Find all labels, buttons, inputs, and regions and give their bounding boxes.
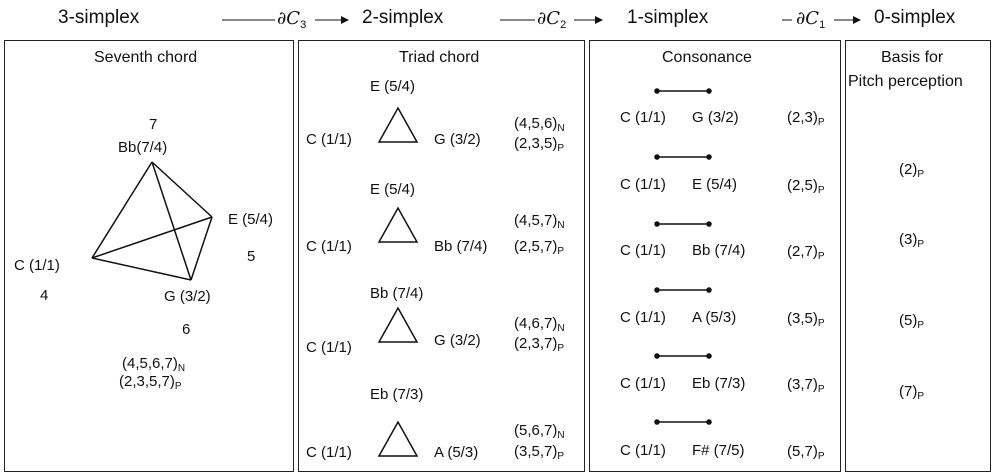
tetrahedron-diagram [91, 161, 213, 281]
edge-top-right [151, 161, 213, 218]
vertex-label-bb: Bb(7/4) [118, 139, 168, 156]
triad-top-label: Bb (7/4) [370, 285, 424, 302]
vertex-number-6: 6 [182, 321, 191, 338]
vertex-number-5: 5 [247, 248, 256, 265]
triad-code-n: (4,6,7)N [514, 315, 565, 334]
header-0-simplex: 0-simplex [874, 7, 956, 28]
consonance-left-label: C (1/1) [620, 309, 666, 326]
consonance-right-label: Eb (7/3) [692, 375, 746, 392]
consonance-code: (5,7)P [787, 443, 825, 462]
panel-title-triad-chord: Triad chord [399, 49, 480, 66]
boundary-arrows [222, 16, 861, 24]
consonance-code: (3,5)P [787, 310, 825, 329]
triad-code-p: (2,3,7)P [514, 335, 565, 354]
consonance-left-label: C (1/1) [620, 242, 666, 259]
boundary-operator-3: ∂C3 [277, 8, 307, 31]
triad-top-label: E (5/4) [370, 78, 416, 95]
triangle-icon [377, 206, 419, 243]
panel-title-basis-line1: Basis for [881, 49, 944, 66]
triad-top-label: Eb (7/3) [370, 386, 424, 403]
triad-code-p: (2,3,5)P [514, 135, 565, 154]
triad-top-label: E (5/4) [370, 181, 416, 198]
triad-code-p: (3,5,7)P [514, 443, 565, 462]
triad-right-label: Bb (7/4) [434, 238, 488, 255]
vertex-label-g: G (3/2) [164, 288, 211, 305]
triangle-icon [377, 106, 419, 143]
vertex-number-4: 4 [40, 287, 49, 304]
consonance-right-label: G (3/2) [692, 109, 739, 126]
triad-code-p: (2,5,7)P [514, 238, 565, 257]
consonance-left-label: C (1/1) [620, 375, 666, 392]
vertex-number-7: 7 [149, 116, 158, 133]
panel-basis [845, 40, 991, 472]
basis-item: (3)P [899, 231, 925, 250]
triad-left-label: C (1/1) [306, 444, 352, 461]
vertex-label-c: C (1/1) [14, 257, 60, 274]
consonance-left-label: C (1/1) [620, 442, 666, 459]
triangle-icon [377, 306, 419, 343]
boundary-operator-2: ∂C2 [537, 8, 567, 31]
triad-code-n: (4,5,6)N [514, 115, 565, 134]
panel-consonance [589, 40, 841, 472]
seventh-code-p: (2,3,5,7)P [119, 373, 182, 392]
panel-title-seventh-chord: Seventh chord [94, 49, 198, 66]
triad-right-label: G (3/2) [434, 332, 481, 349]
triad-left-label: C (1/1) [306, 238, 352, 255]
triad-right-label: G (3/2) [434, 131, 481, 148]
consonance-right-label: E (5/4) [692, 176, 738, 193]
triad-code-n: (4,5,7)N [514, 212, 565, 231]
consonance-left-label: C (1/1) [620, 109, 666, 126]
edge-top-left [91, 161, 153, 259]
consonance-code: (3,7)P [787, 376, 825, 395]
consonance-right-label: A (5/3) [692, 309, 737, 326]
basis-item: (5)P [899, 312, 925, 331]
boundary-operator-1: ∂C1 [796, 8, 826, 31]
panel-title-basis-line2: Pitch perception [848, 73, 963, 90]
basis-item: (2)P [899, 161, 925, 180]
consonance-left-label: C (1/1) [620, 176, 666, 193]
vertex-label-e: E (5/4) [228, 211, 274, 228]
triad-left-label: C (1/1) [306, 131, 352, 148]
edge-right-bottom [190, 216, 213, 281]
edge-top-bottom [151, 161, 192, 281]
consonance-code: (2,7)P [787, 243, 825, 262]
panel-seventh-chord [4, 40, 294, 472]
triad-code-n: (5,6,7)N [514, 422, 565, 441]
triad-left-label: C (1/1) [306, 339, 352, 356]
triad-right-label: A (5/3) [434, 444, 479, 461]
panel-triad-chord [298, 40, 585, 472]
header-1-simplex: 1-simplex [627, 7, 709, 28]
edge-left-bottom [91, 257, 192, 281]
consonance-right-label: Bb (7/4) [692, 242, 746, 259]
consonance-right-label: F# (7/5) [692, 442, 745, 459]
triangle-icon [377, 420, 419, 457]
header-2-simplex: 2-simplex [362, 7, 444, 28]
consonance-code: (2,5)P [787, 177, 825, 196]
panel-title-consonance: Consonance [662, 49, 752, 66]
edge-left-right [91, 216, 213, 259]
consonance-code: (2,3)P [787, 109, 825, 128]
basis-item: (7)P [899, 383, 925, 402]
seventh-code-n: (4,5,6,7)N [122, 355, 186, 374]
header-3-simplex: 3-simplex [58, 7, 140, 28]
